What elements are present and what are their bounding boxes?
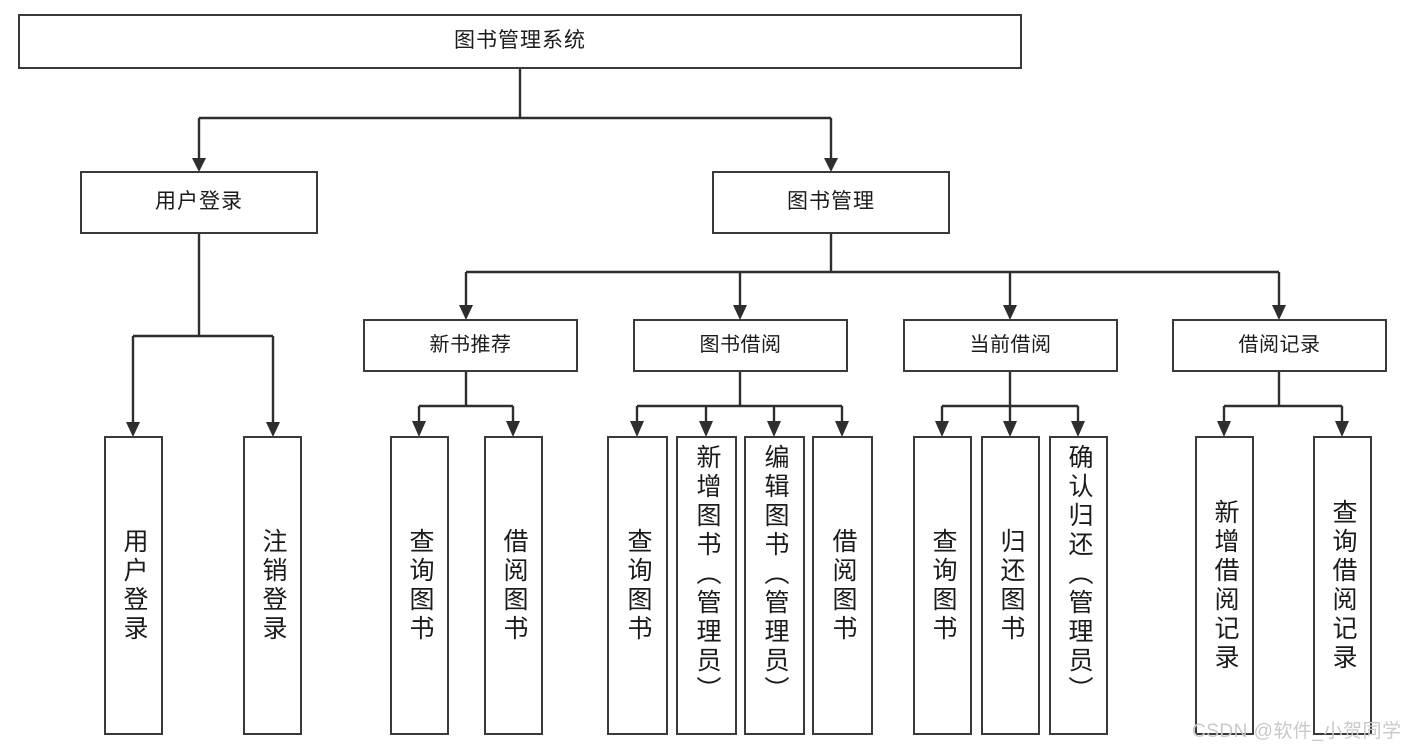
node-label: 新增图书（管理员） (693, 444, 721, 705)
leaf-borrow-book[interactable]: 借阅图书 (812, 436, 873, 735)
leaf-query-book-current[interactable]: 查询图书 (913, 436, 972, 735)
node-borrow-record[interactable]: 借阅记录 (1172, 319, 1387, 372)
node-label: 用户登录 (155, 190, 243, 214)
node-label: 查询借阅记录 (1329, 498, 1357, 673)
node-book-borrow[interactable]: 图书借阅 (633, 319, 848, 372)
node-label: 查询图书 (929, 527, 957, 644)
node-user-login[interactable]: 用户登录 (80, 171, 318, 234)
leaf-logout[interactable]: 注销登录 (243, 436, 302, 735)
csdn-watermark: CSDN @软件_小贺同学 (1192, 721, 1402, 742)
node-label: 借阅图书 (829, 527, 857, 644)
node-label: 图书管理 (787, 190, 875, 214)
leaf-query-borrow-record[interactable]: 查询借阅记录 (1313, 436, 1372, 735)
leaf-borrow-book-new[interactable]: 借阅图书 (484, 436, 543, 735)
node-label: 归还图书 (997, 527, 1025, 644)
node-label: 新增借阅记录 (1211, 498, 1239, 673)
node-label: 借阅图书 (500, 527, 528, 644)
leaf-query-book-new[interactable]: 查询图书 (390, 436, 449, 735)
node-root-system[interactable]: 图书管理系统 (18, 14, 1022, 69)
node-label: 确认归还（管理员） (1065, 444, 1093, 705)
leaf-query-book-borrow[interactable]: 查询图书 (607, 436, 668, 735)
node-label: 注销登录 (259, 527, 287, 644)
node-label: 查询图书 (624, 527, 652, 644)
node-label: 查询图书 (406, 527, 434, 644)
node-label: 编辑图书（管理员） (761, 444, 789, 705)
leaf-edit-book-admin[interactable]: 编辑图书（管理员） (744, 436, 805, 735)
node-label: 图书借阅 (699, 333, 782, 356)
node-label: 用户登录 (120, 527, 148, 644)
leaf-add-borrow-record[interactable]: 新增借阅记录 (1195, 436, 1254, 735)
leaf-add-book-admin[interactable]: 新增图书（管理员） (676, 436, 737, 735)
node-new-book-recommend[interactable]: 新书推荐 (363, 319, 578, 372)
node-label: 图书管理系统 (454, 29, 586, 53)
node-current-borrow[interactable]: 当前借阅 (903, 319, 1118, 372)
leaf-confirm-return-admin[interactable]: 确认归还（管理员） (1049, 436, 1108, 735)
leaf-user-login[interactable]: 用户登录 (104, 436, 163, 735)
node-book-management[interactable]: 图书管理 (712, 171, 950, 234)
node-label: 当前借阅 (969, 333, 1052, 356)
node-label: 借阅记录 (1238, 333, 1321, 356)
node-label: 新书推荐 (429, 333, 512, 356)
leaf-return-book[interactable]: 归还图书 (981, 436, 1040, 735)
